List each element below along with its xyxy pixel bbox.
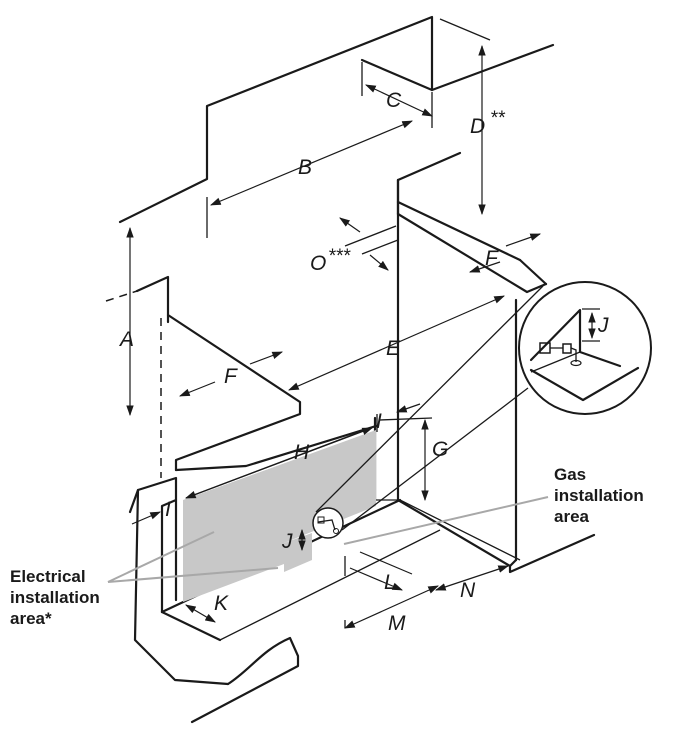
- label-f-upper: F: [485, 247, 499, 270]
- electrical-label-line-3: area*: [10, 609, 52, 628]
- electrical-label-line-1: Electrical: [10, 567, 86, 586]
- label-f-lower: F: [224, 365, 238, 388]
- electrical-callout-label: Electrical installation area*: [10, 567, 100, 628]
- label-d-note: **: [490, 108, 505, 129]
- dimension-labels: A B C D ** O *** F E F I H G I J J K L M…: [118, 89, 609, 635]
- gas-callout-label: Gas installation area: [554, 465, 644, 526]
- dimension-lines: [126, 18, 542, 629]
- label-a: A: [118, 328, 134, 351]
- label-o-note: ***: [328, 246, 351, 267]
- label-l: L: [384, 571, 396, 594]
- label-m: M: [388, 612, 406, 635]
- label-k: K: [214, 592, 229, 615]
- gas-connection-marker: [312, 507, 344, 539]
- gas-label-line-3: area: [554, 507, 590, 526]
- label-b: B: [298, 156, 312, 179]
- label-n: N: [460, 579, 476, 602]
- gas-label-line-2: installation: [554, 486, 644, 505]
- label-o: O: [310, 252, 326, 275]
- label-i-upper: I: [376, 410, 382, 433]
- electrical-label-line-2: installation: [10, 588, 100, 607]
- label-j-main: J: [281, 530, 293, 553]
- gas-inset-detail: [518, 281, 652, 415]
- label-j-inset: J: [597, 314, 609, 337]
- label-i-lower: I: [165, 498, 171, 521]
- label-c: C: [386, 89, 402, 112]
- label-e: E: [386, 337, 401, 360]
- label-g: G: [432, 438, 448, 461]
- label-d: D: [470, 115, 485, 138]
- upper-cabinet-outline: [118, 15, 555, 224]
- label-h: H: [294, 441, 310, 464]
- right-wall-shelf: [396, 151, 596, 574]
- callout-lines: [107, 496, 549, 583]
- gas-label-line-1: Gas: [554, 465, 586, 484]
